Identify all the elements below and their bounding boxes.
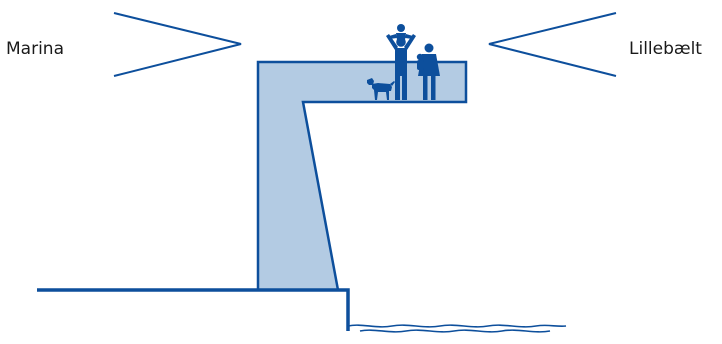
family-with-child-on-shoulders-icon xyxy=(386,24,416,100)
view-cone-left-icon xyxy=(113,12,242,77)
dog-icon xyxy=(367,78,395,100)
label-lillebaelt: Lillebælt xyxy=(629,39,702,59)
view-cone-right-icon xyxy=(488,12,617,77)
adult-holding-child-icon xyxy=(416,43,440,100)
water-waves-icon xyxy=(347,324,567,333)
label-marina: Marina xyxy=(6,39,64,59)
ground-line xyxy=(37,288,350,331)
